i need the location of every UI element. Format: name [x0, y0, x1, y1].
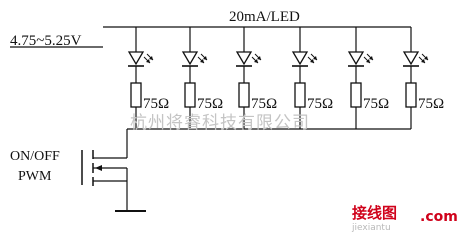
on-off-label: ON/OFF	[10, 149, 60, 164]
mosfet-switch	[81, 150, 128, 211]
resistor-icon	[130, 82, 142, 108]
current-per-led-label: 20mA/LED	[229, 9, 300, 25]
resistor-icon	[184, 82, 196, 108]
led-diode-icon	[127, 51, 154, 67]
led-branches: 75Ω 75Ω 75Ω 75Ω 75Ω 75Ω	[127, 27, 444, 129]
led-branch-4: 75Ω	[291, 27, 333, 129]
led-diode-icon	[347, 51, 374, 67]
company-watermark: 杭州将睿科技有限公司	[130, 113, 310, 133]
led-branch-5: 75Ω	[347, 27, 389, 129]
pwm-label: PWM	[18, 169, 52, 184]
resistor-value-label: 75Ω	[251, 96, 277, 112]
led-branch-2: 75Ω	[181, 27, 223, 129]
led-branch-6: 75Ω	[402, 27, 444, 129]
schematic-canvas: 4.75~5.25V 20mA/LED 75Ω 75Ω 75Ω 75Ω 75Ω 75Ω O…	[10, 9, 458, 232]
resistor-icon	[294, 82, 306, 108]
led-diode-icon	[291, 51, 318, 67]
site-watermark-cn: 接线图	[352, 204, 397, 222]
resistor-value-label: 75Ω	[418, 96, 444, 112]
supply-rail	[10, 26, 411, 48]
led-branch-3: 75Ω	[235, 27, 277, 129]
circuit-diagram: 4.75~5.25V 20mA/LED 75Ω 75Ω 75Ω 75Ω 75Ω 75Ω O…	[10, 9, 458, 232]
resistor-value-label: 75Ω	[197, 96, 223, 112]
supply-voltage-label: 4.75~5.25V	[10, 33, 82, 49]
resistor-icon	[405, 82, 417, 108]
led-diode-icon	[235, 51, 262, 67]
resistor-value-label: 75Ω	[307, 96, 333, 112]
resistor-icon	[238, 82, 250, 108]
site-watermark-url: jiexiantu	[351, 223, 391, 232]
resistor-value-label: 75Ω	[363, 96, 389, 112]
led-branch-1: 75Ω	[127, 27, 169, 129]
resistor-value-label: 75Ω	[143, 96, 169, 112]
led-diode-icon	[402, 51, 429, 67]
return-rail	[100, 128, 411, 159]
site-watermark: 接线图 jiexiantu .com	[351, 204, 458, 232]
site-watermark-domain: .com	[420, 209, 458, 225]
resistor-icon	[350, 82, 362, 108]
led-diode-icon	[181, 51, 208, 67]
